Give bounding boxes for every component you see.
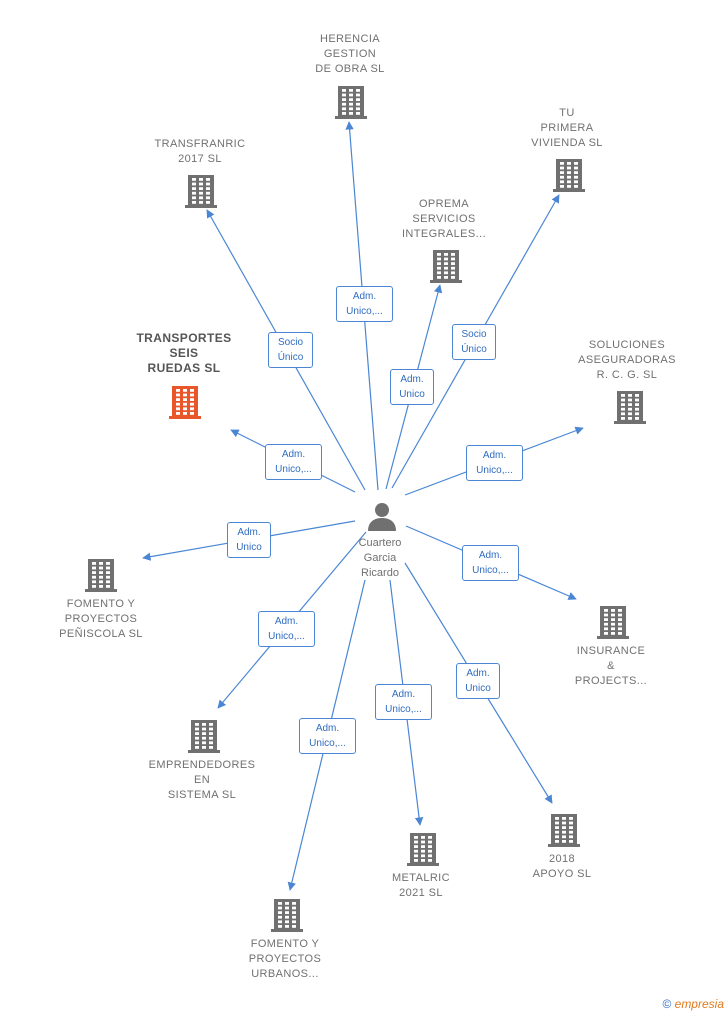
company-name-apoyo[interactable]: 2018 APOYO SL <box>532 853 592 880</box>
relation-label-soluciones: Adm. Unico,... <box>466 445 523 481</box>
relation-label-herencia: Adm. Unico,... <box>336 286 393 322</box>
person-icon[interactable] <box>366 500 398 532</box>
building-icon[interactable] <box>169 384 201 420</box>
relation-label-oprema: Adm. Unico <box>390 369 434 405</box>
company-name-emprendedores[interactable]: EMPRENDEDORES EN SISTEMA SL <box>148 759 256 801</box>
brand-initial: e <box>674 997 682 1011</box>
relation-label-emprendedores: Adm. Unico,... <box>258 611 315 647</box>
watermark: © empresia <box>662 997 724 1011</box>
relation-label-transfranric: Socio Único <box>268 332 313 368</box>
company-name-fomento-urbanos[interactable]: FOMENTO Y PROYECTOS URBANOS... <box>248 938 322 980</box>
relation-label-transportes: Adm. Unico,... <box>265 444 322 480</box>
company-name-transportes[interactable]: TRANSPORTES SEIS RUEDAS SL <box>136 331 232 375</box>
relation-label-tu-primera: Socio Único <box>452 324 496 360</box>
company-name-tu-primera[interactable]: TU PRIMERA VIVIENDA SL <box>531 107 603 149</box>
building-icon[interactable] <box>185 173 217 209</box>
relation-label-apoyo: Adm. Unico <box>456 663 500 699</box>
relation-label-fomento-peniscola: Adm. Unico <box>227 522 271 558</box>
company-name-fomento-peniscola[interactable]: FOMENTO Y PROYECTOS PEÑISCOLA SL <box>59 598 143 640</box>
company-name-oprema[interactable]: OPREMA SERVICIOS INTEGRALES... <box>401 198 487 240</box>
relation-label-insurance: Adm. Unico,... <box>462 545 519 581</box>
building-icon[interactable] <box>430 248 462 284</box>
person-name[interactable]: Cuartero Garcia Ricardo <box>358 537 402 579</box>
company-name-soluciones[interactable]: SOLUCIONES ASEGURADORAS R. C. G. SL <box>578 339 676 381</box>
building-icon[interactable] <box>271 897 303 933</box>
building-icon[interactable] <box>188 718 220 754</box>
building-icon[interactable] <box>553 157 585 193</box>
brand-name: mpresia <box>681 997 724 1011</box>
company-name-insurance[interactable]: INSURANCE & PROJECTS... <box>574 645 648 687</box>
building-icon[interactable] <box>335 84 367 120</box>
building-icon[interactable] <box>597 604 629 640</box>
building-icon[interactable] <box>548 812 580 848</box>
relation-label-metalric: Adm. Unico,... <box>375 684 432 720</box>
company-name-herencia[interactable]: HERENCIA GESTION DE OBRA SL <box>315 33 385 75</box>
building-icon[interactable] <box>85 557 117 593</box>
copyright-symbol: © <box>662 997 672 1011</box>
company-name-metalric[interactable]: METALRIC 2021 SL <box>391 872 450 899</box>
relation-label-fomento-urbanos: Adm. Unico,... <box>299 718 356 754</box>
building-icon[interactable] <box>407 831 439 867</box>
company-name-transfranric[interactable]: TRANSFRANRIC 2017 SL <box>154 138 246 165</box>
building-icon[interactable] <box>614 389 646 425</box>
